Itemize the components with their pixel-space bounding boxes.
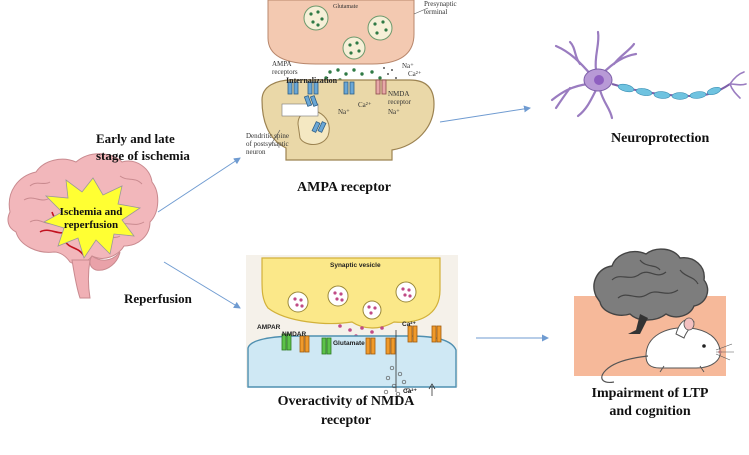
neuron-icon: [550, 30, 747, 120]
burst-label: Ischemia and reperfusion: [59, 206, 123, 231]
impairment-label: Impairment of LTP and cognition: [591, 386, 709, 419]
synaptic-vesicle-label: Synaptic vesicle: [330, 262, 381, 269]
ampa-caption: AMPA receptor: [297, 180, 391, 195]
ampa-ca-mid: Ca²⁺: [358, 101, 372, 109]
nmdar-label: NMDAR: [282, 331, 307, 338]
lower-branch-label: Reperfusion: [124, 291, 192, 306]
nmda-caption: Overactivity of NMDA receptor: [277, 394, 415, 428]
ampa-glutamate-label: Glutamate: [333, 4, 358, 10]
arrow-to-ampa: [157, 157, 241, 213]
ampa-na-top: Na⁺: [402, 62, 414, 70]
ampa-na-left: Na⁺: [338, 108, 350, 116]
mouse-icon: [601, 317, 734, 383]
nmda-ca-bottom: Ca²⁺: [403, 388, 417, 395]
upper-branch-label: Early and late stage of ischemia: [96, 131, 190, 163]
arrow-to-neuroprotection: [439, 105, 531, 123]
ampa-receptors-label: AMPA receptors: [272, 60, 298, 76]
nmda-glutamate-label: Glutamate: [333, 340, 365, 347]
dendritic-spine-label: Dendritic spine of postsynaptic neuron: [246, 132, 289, 156]
grey-brain-icon: [593, 248, 709, 334]
ampar-label: AMPAR: [257, 324, 281, 331]
internalization-label: Internalization: [286, 76, 338, 85]
neuroprotection-label: Neuroprotection: [611, 131, 710, 146]
presynaptic-label: Presynaptic terminal: [424, 0, 457, 16]
ampa-ca-top: Ca²⁺: [408, 70, 422, 78]
ampa-na-right: Na⁺: [388, 108, 400, 116]
nmda-ca-top: Ca²⁺: [402, 321, 416, 328]
nmda-receptor-label: NMDA receptor: [388, 90, 411, 106]
